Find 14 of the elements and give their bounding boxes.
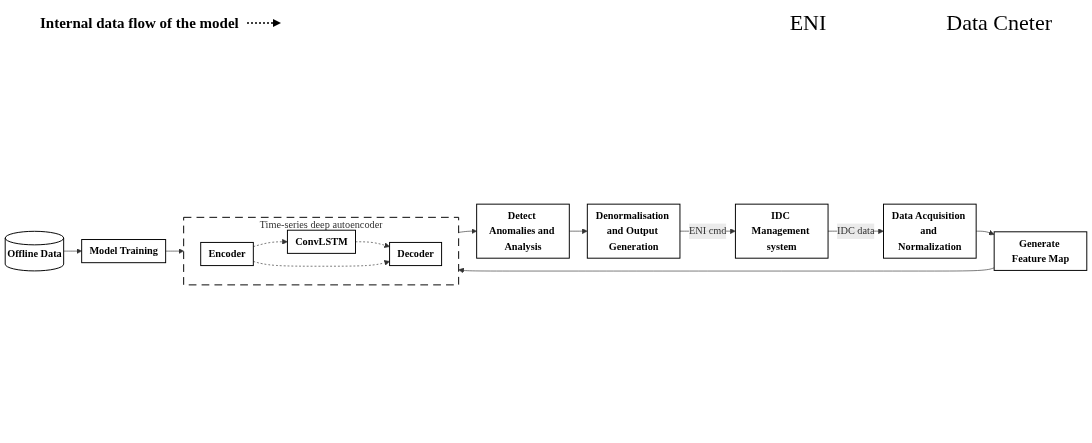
node-box: Denormalisation and Output Generation [586,203,681,259]
node-box: Data Acquisition and Normalization [883,203,977,259]
node-box: Decoder [389,241,443,267]
node-box: Detect Anomalies and Analysis [476,203,570,259]
legend-text: Internal data flow of the model [40,14,239,32]
section-label: Data Cneter [946,10,1052,36]
section-label: ENI [789,10,827,36]
edge-label: IDC data [837,225,875,237]
node-box: Model Training [81,239,167,264]
node-box: Generate Feature Map [993,231,1088,271]
node-box: Encoder [200,241,254,267]
node-box: IDC Management system [734,203,829,259]
node-box: ConvLSTM [286,229,356,254]
edge-label: ENI cmd [688,225,727,237]
